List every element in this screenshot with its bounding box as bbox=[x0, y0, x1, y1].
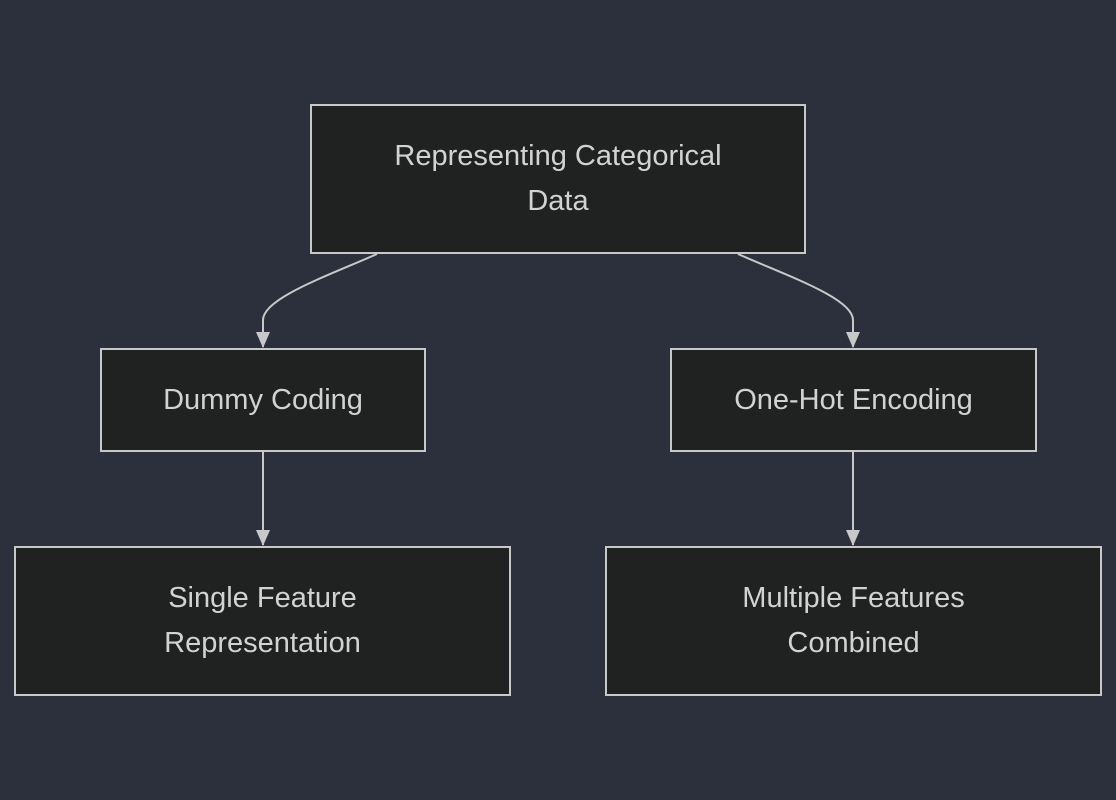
node-representing-categorical-data[interactable]: Representing Categorical Data bbox=[310, 104, 806, 254]
edge-root-to-onehot bbox=[737, 253, 860, 348]
node-multiple-features-combined[interactable]: Multiple Features Combined bbox=[605, 546, 1102, 696]
node-label: Dummy Coding bbox=[163, 383, 363, 416]
node-label: Representing Categorical Data bbox=[394, 140, 722, 217]
edge-root-to-dummy bbox=[256, 253, 378, 348]
node-single-feature-representation[interactable]: Single Feature Representation bbox=[14, 546, 511, 696]
node-one-hot-encoding[interactable]: One-Hot Encoding bbox=[670, 348, 1037, 452]
node-label: Single Feature Representation bbox=[164, 582, 361, 659]
node-label: Multiple Features Combined bbox=[742, 582, 965, 659]
node-dummy-coding[interactable]: Dummy Coding bbox=[100, 348, 426, 452]
node-label: One-Hot Encoding bbox=[734, 383, 973, 416]
